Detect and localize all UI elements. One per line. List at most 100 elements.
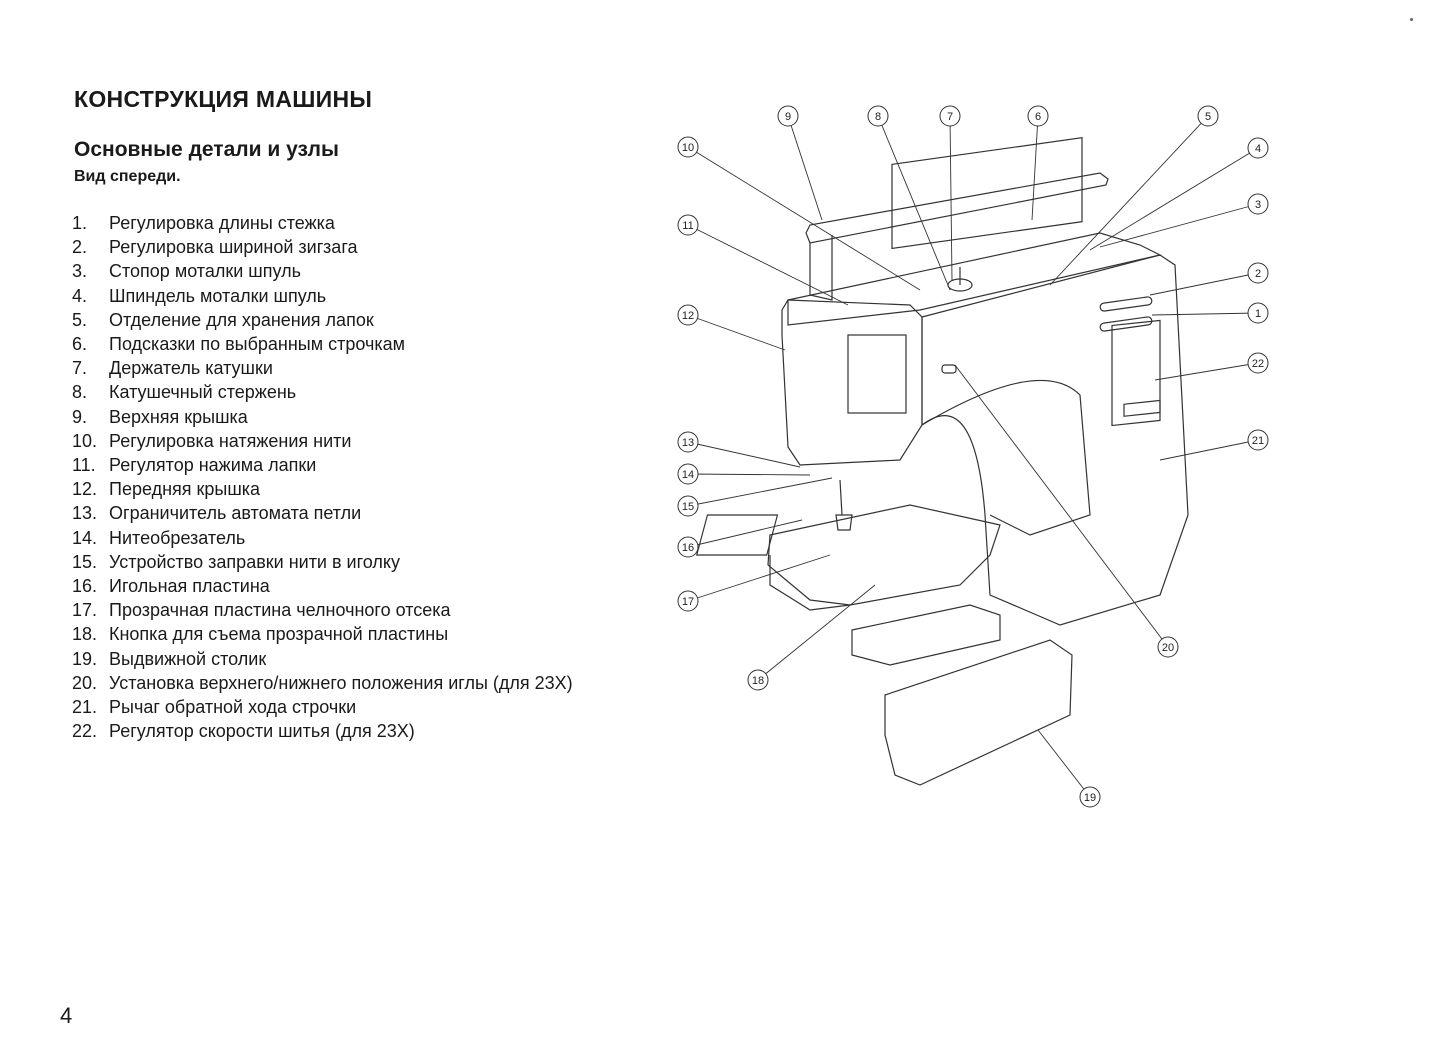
part-number: 8. — [72, 382, 88, 403]
callout-leader — [1031, 115, 1039, 221]
part-label: Передняя крышка — [109, 479, 261, 500]
part-label: Кнопка для съема прозрачной пластины — [109, 624, 449, 645]
callout-marker: 18 — [747, 669, 769, 691]
callout-leader — [949, 115, 953, 281]
part-item: 15.Устройство заправки нити в иголку — [72, 550, 573, 574]
callout-leader — [687, 314, 786, 351]
part-number: 9. — [72, 406, 88, 427]
part-item: 3. Стопор моталки шпуль — [72, 259, 573, 283]
callout-leader — [1037, 729, 1091, 798]
callout-marker: 16 — [677, 536, 699, 558]
callout-number: 19 — [1084, 792, 1096, 804]
extension-table — [851, 604, 1001, 666]
part-label: Регулировка натяжения нити — [109, 430, 352, 451]
callout-marker: 15 — [677, 495, 699, 517]
callout-number: 22 — [1252, 358, 1264, 370]
callout-leader — [687, 473, 811, 476]
callout-marker: 12 — [677, 304, 699, 326]
callout-marker: 7 — [939, 105, 961, 127]
machine-top-cover — [805, 172, 1109, 244]
part-number: 17. — [72, 600, 98, 621]
callout-marker: 22 — [1247, 352, 1269, 374]
callout-number: 11 — [682, 220, 693, 232]
part-label: Подсказки по выбранным строчкам — [109, 334, 406, 355]
callout-number: 5 — [1205, 111, 1211, 123]
callout-number: 13 — [682, 437, 694, 449]
part-item: 11.Регулятор нажима лапки — [72, 453, 573, 477]
part-label: Регулятор скорости шитья (для 23X) — [109, 721, 415, 742]
part-item: 4.Шпиндель моталки шпуль — [72, 284, 573, 308]
callout-marker: 13 — [677, 431, 699, 453]
callout-marker: 10 — [677, 136, 699, 158]
page-title: КОНСТРУКЦИЯ МАШИНЫ — [74, 86, 373, 112]
part-item: 22.Регулятор скорости шитья (для 23X) — [72, 719, 573, 743]
part-label: Рычаг обратной хода строчки — [109, 697, 357, 718]
scan-speck — [1410, 18, 1413, 21]
part-item: 12. Передняя крышка — [72, 477, 573, 501]
callout-leader — [1049, 115, 1209, 286]
part-number: 19. — [72, 648, 98, 669]
part-label: Отделение для хранения лапок — [109, 309, 374, 330]
part-item: 16.Игольная пластина — [72, 574, 573, 598]
part-number: 2. — [72, 237, 88, 258]
part-item: 21.Рычаг обратной хода строчки — [72, 695, 573, 719]
part-label: Держатель катушки — [109, 358, 273, 379]
callout-leader — [687, 519, 803, 548]
callout-marker: 11 — [677, 214, 699, 236]
part-item: 19. Выдвижной столик — [72, 647, 573, 671]
callout-number: 3 — [1255, 199, 1261, 211]
part-number: 14. — [72, 527, 98, 548]
callout-number: 20 — [1162, 642, 1174, 654]
part-label: Выдвижной столик — [109, 648, 267, 669]
part-item: 8. Катушечный стержень — [72, 380, 573, 404]
front-cover-window — [847, 334, 907, 414]
section-subtitle: Основные детали и узлы — [74, 138, 339, 161]
part-number: 6. — [72, 334, 88, 355]
callout-leader — [1151, 312, 1259, 316]
callout-marker: 5 — [1197, 105, 1219, 127]
part-number: 7. — [72, 358, 88, 379]
callout-number: 14 — [682, 469, 694, 481]
stitch-length-slot — [1099, 316, 1153, 332]
part-label: Ограничитель автомата петли — [109, 503, 362, 524]
callout-number: 16 — [682, 542, 694, 554]
part-label: Установка верхнего/нижнего положения игл… — [109, 672, 573, 693]
part-label: Регулировка длины стежка — [109, 213, 335, 233]
part-label: Катушечный стержень — [109, 382, 297, 403]
part-label: Прозрачная пластина челночного отсека — [109, 600, 451, 621]
callout-number: 8 — [875, 111, 881, 123]
callout-leader — [1159, 439, 1259, 461]
machine-head — [781, 299, 923, 466]
callout-number: 10 — [682, 142, 694, 154]
callout-marker: 4 — [1247, 137, 1269, 159]
callout-number: 12 — [682, 310, 694, 322]
part-item: 13. Ограничитель автомата петли — [72, 501, 573, 525]
part-item: 18. Кнопка для съема прозрачной пластины — [72, 622, 573, 646]
callout-number: 17 — [682, 596, 694, 608]
callout-leader — [1154, 362, 1259, 381]
part-item: 5. Отделение для хранения лапок — [72, 308, 573, 332]
callout-number: 2 — [1255, 268, 1261, 280]
callout-leader — [954, 364, 1169, 648]
needle-position-button — [941, 364, 957, 374]
callout-marker: 9 — [777, 105, 799, 127]
machine-top-cover-panel — [809, 235, 833, 301]
part-number: 16. — [72, 576, 98, 597]
part-number: 5. — [72, 309, 88, 330]
part-item: 17. Прозрачная пластина челночного отсека — [72, 598, 573, 622]
part-item: 9.Верхняя крышка — [72, 405, 573, 429]
machine-arm — [921, 379, 1091, 536]
part-number: 3. — [72, 261, 88, 282]
needle-plate — [695, 514, 779, 556]
part-item: 6. Подсказки по выбранным строчкам — [72, 332, 573, 356]
part-number: 18. — [72, 624, 98, 645]
callout-number: 21 — [1252, 435, 1264, 447]
reverse-lever — [1123, 399, 1161, 417]
part-label: Стопор моталки шпуль — [109, 261, 301, 282]
view-label: Вид спереди. — [74, 168, 181, 185]
part-number: 12. — [72, 479, 98, 500]
callout-leader — [687, 224, 849, 306]
part-number: 13. — [72, 503, 98, 524]
callout-marker: 3 — [1247, 193, 1269, 215]
